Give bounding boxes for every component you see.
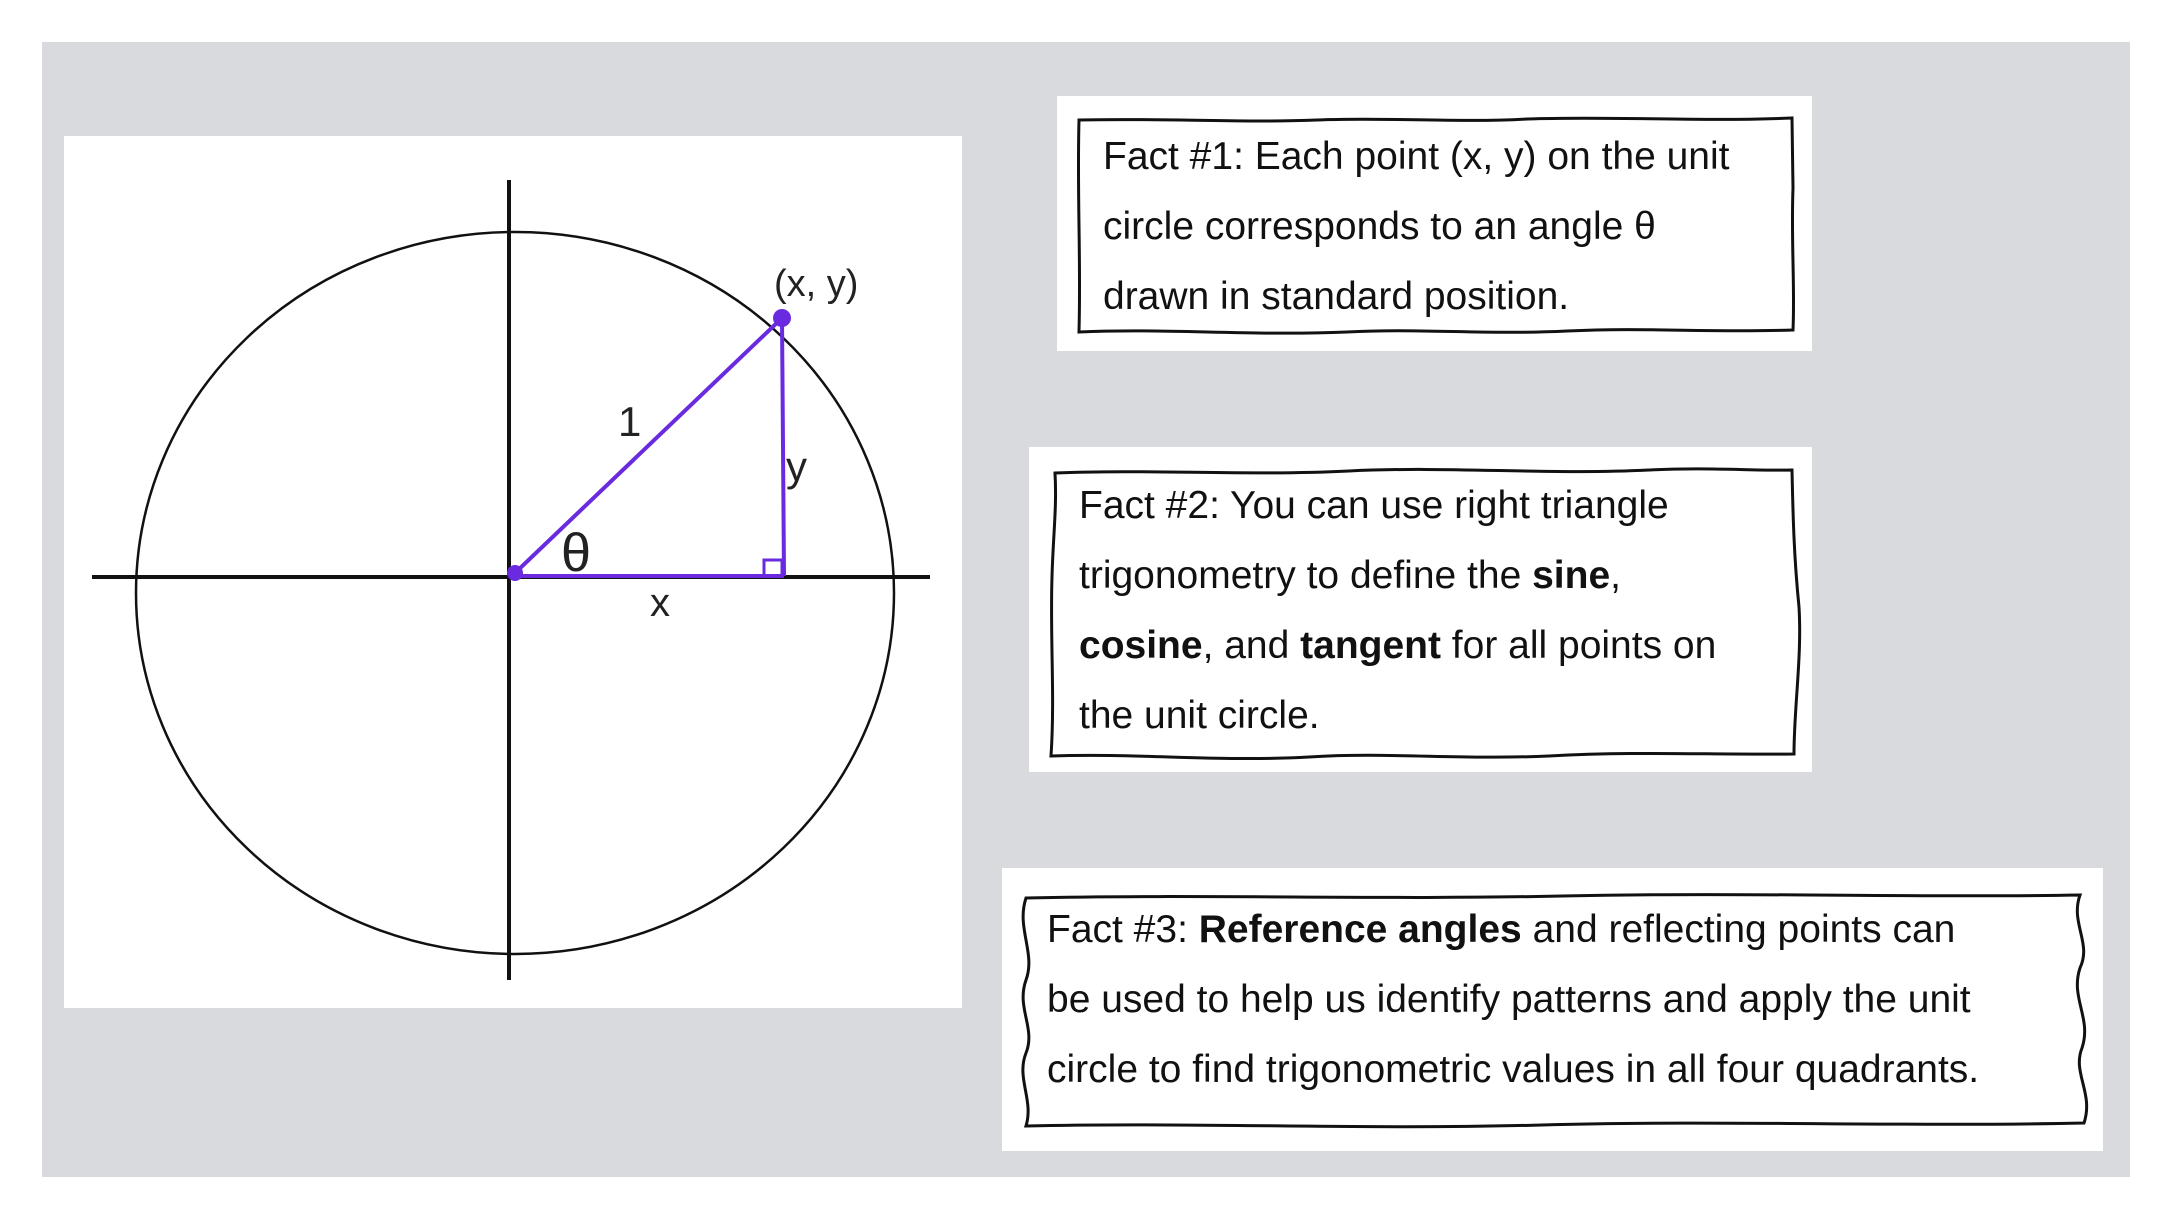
origin-point [507, 565, 523, 581]
unit-circle [134, 230, 896, 956]
fact-2-line-2b: , [1610, 554, 1621, 597]
fact-2-line-4: the unit circle. [1079, 694, 1320, 737]
angle-label: θ [561, 523, 591, 583]
fact-card-2-border [1049, 467, 1802, 761]
fact-2-text: Fact #2: You can use right triangle trig… [1079, 471, 1789, 751]
unit-circle-svg: (x, y) 1 y x θ [92, 180, 930, 980]
point-label: (x, y) [774, 263, 858, 305]
fact-1-line-1: Fact #1: Each point (x, y) on the unit [1103, 135, 1730, 178]
fact-card-3-border [1021, 893, 2089, 1129]
fact-1-text: Fact #1: Each point (x, y) on the unit c… [1103, 122, 1783, 332]
sine-term: sine [1532, 554, 1611, 597]
fact-card-3: Fact #3: Reference angles and reflecting… [1002, 868, 2103, 1151]
opposite-label: y [786, 443, 807, 490]
fact-2-line-2a: trigonometry to define the [1079, 554, 1533, 597]
reference-angles-term: Reference angles [1198, 908, 1522, 951]
fact-card-1-border [1076, 116, 1796, 335]
hypotenuse [513, 316, 784, 575]
fact-1-line-3: drawn in standard position. [1103, 275, 1570, 318]
cosine-term: cosine [1079, 624, 1203, 667]
fact-3-line-2: be used to help us identify patterns and… [1047, 978, 1971, 1021]
fact-3-line-3: circle to find trigonometric values in a… [1047, 1048, 1980, 1091]
hypotenuse-label: 1 [618, 398, 641, 445]
fact-2-line-1: Fact #2: You can use right triangle [1079, 484, 1669, 527]
opposite-side [780, 317, 786, 577]
fact-1-line-2: circle corresponds to an angle θ [1103, 205, 1656, 248]
fact-card-2: Fact #2: You can use right triangle trig… [1029, 447, 1812, 772]
fact-3-prefix: Fact #3: [1047, 908, 1199, 951]
fact-card-1: Fact #1: Each point (x, y) on the unit c… [1057, 96, 1812, 351]
right-angle-marker [762, 558, 784, 578]
fact-2-line-3a: , and [1202, 624, 1301, 667]
fact-3-line-1b: and reflecting points can [1521, 908, 1956, 951]
tangent-term: tangent [1300, 624, 1441, 667]
circle-point [773, 309, 791, 327]
adjacent-label: x [650, 581, 670, 625]
fact-2-line-3b: for all points on [1440, 624, 1717, 667]
unit-circle-diagram: (x, y) 1 y x θ [64, 136, 962, 1008]
fact-3-text: Fact #3: Reference angles and reflecting… [1047, 895, 2087, 1105]
